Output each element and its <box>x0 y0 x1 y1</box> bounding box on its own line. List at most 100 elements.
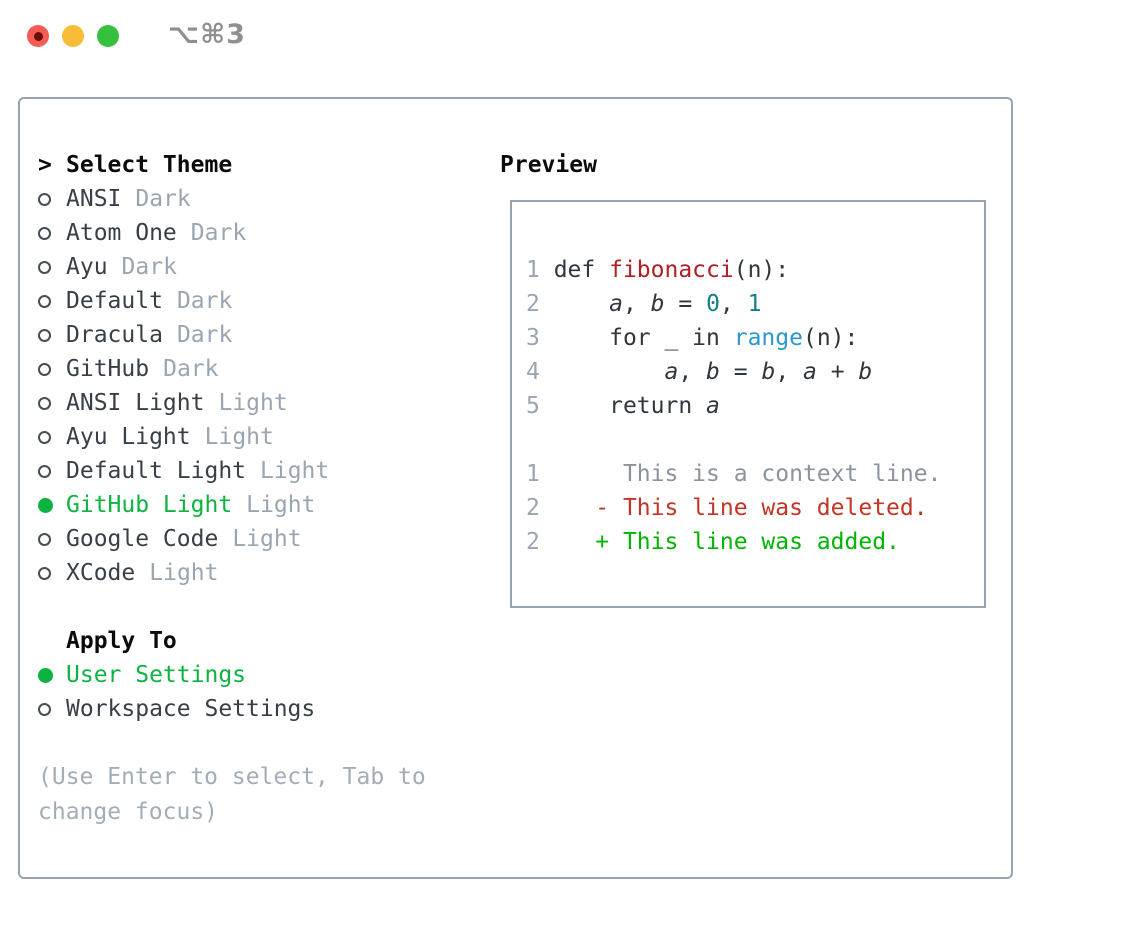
apply-to-label: Workspace Settings <box>66 696 316 722</box>
code-token: , <box>719 291 748 317</box>
window-title: ⌥⌘3 <box>168 19 246 50</box>
radio-marker <box>38 420 66 454</box>
code-token: - This line was deleted. <box>553 495 928 521</box>
radio-icon <box>38 702 51 716</box>
code-line: 2 a, b = 0, 1 <box>526 287 984 321</box>
theme-variant-label: Dark <box>190 220 247 246</box>
minimize-button[interactable] <box>62 25 84 47</box>
code-token: a <box>706 393 720 419</box>
theme-variant-label: Light <box>218 390 288 416</box>
apply-to-header-row: Apply To <box>38 624 315 658</box>
marker-spacer <box>38 624 66 658</box>
diff-deleted-line: 2 - This line was deleted. <box>526 491 984 525</box>
code-token <box>554 291 609 317</box>
radio-marker <box>38 488 66 522</box>
theme-variant-label: Light <box>204 424 274 450</box>
radio-marker <box>38 182 66 216</box>
preview-header: Preview <box>500 152 597 178</box>
code-token: a <box>664 359 679 385</box>
radio-marker <box>38 284 66 318</box>
line-number: 2 <box>526 291 554 317</box>
title-bar: ⌥⌘3 <box>0 0 1140 72</box>
code-token: def <box>553 257 610 283</box>
radio-icon <box>38 430 51 444</box>
theme-list-title: Select Theme <box>66 152 233 178</box>
theme-variant-label: Light <box>260 458 330 484</box>
code-token: , <box>678 359 707 385</box>
theme-option-default-dark[interactable]: Default Dark <box>38 284 329 318</box>
code-line: 5 return a <box>526 389 984 423</box>
code-token: (n): <box>802 325 859 351</box>
line-number: 1 <box>526 461 554 487</box>
line-number: 3 <box>526 325 554 351</box>
theme-name: Atom One <box>66 220 177 246</box>
radio-icon <box>38 532 51 546</box>
theme-option-google-code-light[interactable]: Google Code Light <box>38 522 329 556</box>
diff-added-line: 2 + This line was added. <box>526 525 984 559</box>
code-token <box>554 359 665 385</box>
theme-option-ansi-light-light[interactable]: ANSI Light Light <box>38 386 329 420</box>
radio-marker <box>38 216 66 250</box>
radio-marker <box>38 556 66 590</box>
code-token: (n): <box>733 257 790 283</box>
code-token: , <box>775 359 804 385</box>
theme-variant-label: Light <box>149 560 219 586</box>
theme-option-ayu-light-light[interactable]: Ayu Light Light <box>38 420 329 454</box>
theme-name: Default <box>66 288 163 314</box>
code-token: 1 <box>747 291 762 317</box>
apply-to-option-user-settings[interactable]: User Settings <box>38 658 315 692</box>
theme-name: Ayu <box>66 254 108 280</box>
radio-icon <box>38 362 51 376</box>
theme-option-atom-one-dark[interactable]: Atom One Dark <box>38 216 329 250</box>
code-token: 0 <box>706 291 720 317</box>
theme-name: Google Code <box>66 526 219 552</box>
zoom-button[interactable] <box>97 25 119 47</box>
code-token: b <box>706 359 720 385</box>
radio-marker <box>38 318 66 352</box>
code-token: , <box>622 291 651 317</box>
radio-marker <box>38 250 66 284</box>
theme-variant-label: Dark <box>176 288 233 314</box>
keyboard-hint: (Use Enter to select, Tab to change focu… <box>38 764 426 825</box>
apply-to-option-workspace-settings[interactable]: Workspace Settings <box>38 692 315 726</box>
theme-variant-label: Dark <box>121 254 177 280</box>
theme-variant-label: Light <box>232 526 302 552</box>
theme-name: ANSI <box>66 186 122 212</box>
radio-marker <box>38 692 66 726</box>
theme-option-default-light-light[interactable]: Default Light Light <box>38 454 329 488</box>
theme-option-ansi-dark[interactable]: ANSI Dark <box>38 182 329 216</box>
code-token: This is a context line. <box>553 461 942 487</box>
radio-marker <box>38 522 66 556</box>
line-number: 1 <box>526 257 554 283</box>
close-button[interactable] <box>27 25 49 47</box>
theme-variant-label: Light <box>246 492 316 518</box>
blank-line <box>526 423 984 457</box>
code-token: range <box>733 325 803 351</box>
theme-name: Ayu Light <box>66 424 191 450</box>
line-number: 2 <box>526 495 554 521</box>
code-token: b <box>858 359 873 385</box>
radio-icon <box>38 566 51 580</box>
radio-icon <box>38 294 51 308</box>
radio-icon <box>38 396 51 410</box>
code-token: for _ in <box>553 325 734 351</box>
theme-name: ANSI Light <box>66 390 205 416</box>
code-token: + <box>816 359 859 385</box>
radio-selected-icon <box>38 667 53 683</box>
code-token: b <box>761 359 776 385</box>
line-number: 2 <box>526 529 554 555</box>
theme-option-ayu-dark[interactable]: Ayu Dark <box>38 250 329 284</box>
code-token: return <box>553 393 707 419</box>
radio-selected-icon <box>38 497 53 513</box>
theme-variant-label: Dark <box>135 186 191 212</box>
apply-to-title: Apply To <box>66 628 177 654</box>
theme-name: Default Light <box>66 458 247 484</box>
